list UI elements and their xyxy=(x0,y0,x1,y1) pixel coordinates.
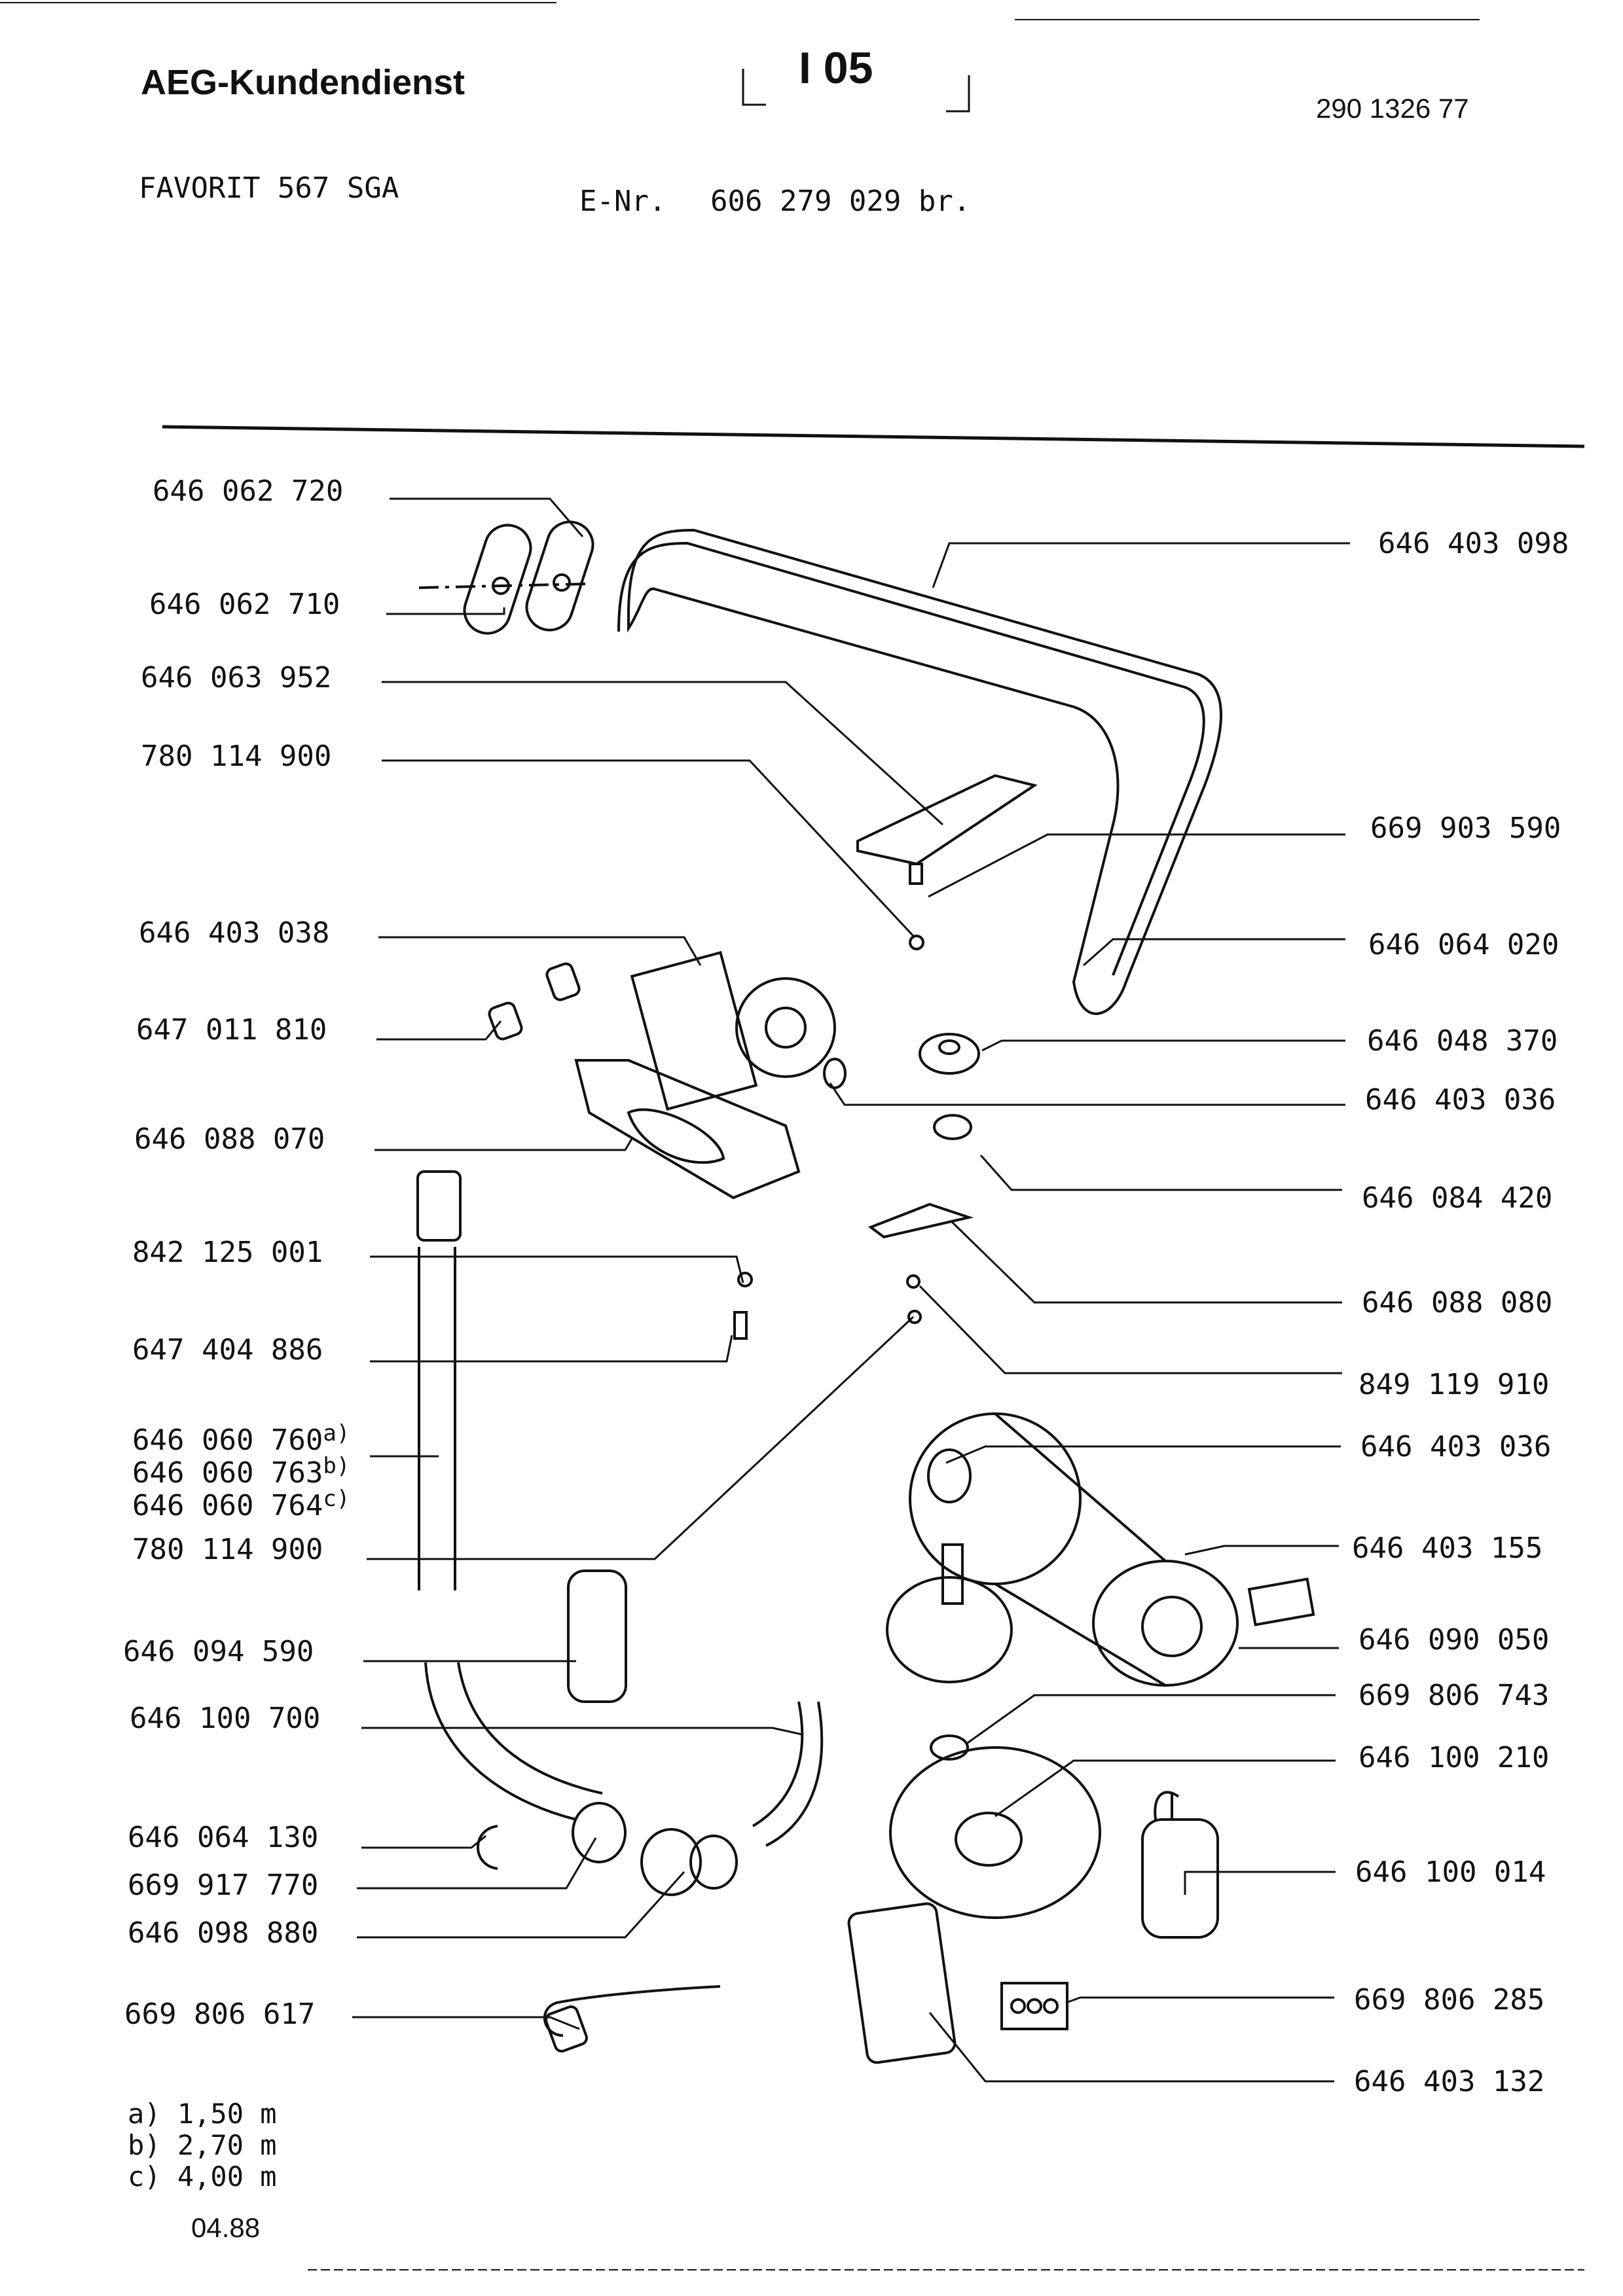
part-label: 646 403 038 xyxy=(139,916,330,950)
part-label: 647 404 886 xyxy=(132,1333,323,1367)
page-code: I 05 xyxy=(799,43,873,93)
part-label: 646 088 070 xyxy=(134,1122,325,1156)
part-label: 646 094 590 xyxy=(123,1635,314,1668)
part-label: 669 806 285 xyxy=(1354,1983,1545,2017)
part-label: 646 100 210 xyxy=(1359,1741,1550,1774)
part-label: 669 917 770 xyxy=(128,1869,319,1902)
left-leader-lines xyxy=(352,497,944,2030)
part-label: 647 011 810 xyxy=(136,1013,327,1047)
part-sketches xyxy=(416,520,1315,2064)
length-note: a) 1,50 m xyxy=(128,2098,277,2130)
part-label: 646 098 880 xyxy=(128,1916,319,1950)
part-label: 646 063 952 xyxy=(141,661,332,694)
part-label: 646 403 036 xyxy=(1360,1430,1552,1463)
part-label: 646 060 763b) xyxy=(132,1453,350,1490)
part-label: 669 903 590 xyxy=(1370,812,1561,845)
part-label: 646 403 098 xyxy=(1378,527,1569,560)
separator-line xyxy=(162,425,1585,448)
part-label: 646 064 020 xyxy=(1368,928,1559,961)
issue-date: 04.88 xyxy=(191,2212,261,2243)
document-number: 290 1326 77 xyxy=(1316,93,1469,124)
length-note: c) 4,00 m xyxy=(128,2161,277,2193)
length-note: b) 2,70 m xyxy=(128,2129,277,2161)
part-label: 646 062 720 xyxy=(153,475,344,508)
brand-title: AEG-Kundendienst xyxy=(141,63,465,102)
part-label: 669 806 743 xyxy=(1359,1679,1550,1712)
right-leader-lines xyxy=(829,542,1350,2083)
part-label: 669 806 617 xyxy=(124,1998,316,2031)
part-label: 646 084 420 xyxy=(1362,1181,1553,1215)
part-label: 646 064 130 xyxy=(128,1821,319,1854)
part-label: 780 114 900 xyxy=(141,740,332,773)
part-label: 646 062 710 xyxy=(149,588,340,621)
part-label: 646 100 014 xyxy=(1355,1856,1546,1889)
page-code-bracket-left xyxy=(742,69,766,106)
part-label: 646 403 155 xyxy=(1352,1532,1543,1565)
part-label: 646 403 036 xyxy=(1365,1083,1556,1117)
part-label: 780 114 900 xyxy=(132,1533,323,1566)
part-label: 842 125 001 xyxy=(132,1236,323,1269)
part-label: 849 119 910 xyxy=(1359,1368,1550,1401)
part-label: 646 048 370 xyxy=(1367,1024,1558,1058)
enr-label: E-Nr. xyxy=(579,185,666,218)
part-label: 646 403 132 xyxy=(1354,2065,1545,2098)
part-label: 646 100 700 xyxy=(130,1702,321,1735)
part-label: 646 088 080 xyxy=(1362,1286,1553,1319)
model-name: FAVORIT 567 SGA xyxy=(139,171,399,205)
part-label: 646 060 764c) xyxy=(132,1486,350,1522)
enr-number: 606 279 029 br. xyxy=(710,185,971,218)
part-label: 646 060 760a) xyxy=(132,1420,350,1457)
page-code-bracket-right xyxy=(946,75,970,113)
part-label: 646 090 050 xyxy=(1359,1623,1550,1657)
